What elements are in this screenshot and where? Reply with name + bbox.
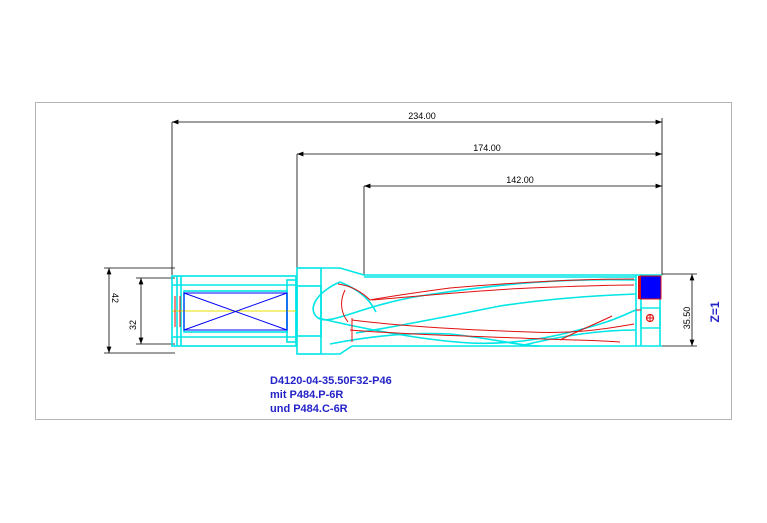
insert-peripheral: [638, 275, 662, 300]
shank-clamp-flat-cross: [183, 292, 288, 331]
dimension-drill-diameter: [662, 273, 697, 347]
dim-text-flute: 142.00: [506, 175, 534, 185]
insert-center: [640, 307, 661, 329]
teeth-count-label: Z=1: [708, 301, 722, 322]
dim-text-overall: 234.00: [408, 111, 436, 121]
dimension-shank: [136, 277, 175, 345]
part-number-label: D4120-04-35.50F32-P46: [270, 375, 392, 387]
dimension-flute-length: [363, 183, 662, 275]
insert-line-2: und P484.C-6R: [270, 403, 348, 415]
dimension-mid-length: [296, 151, 662, 268]
shank-red-marks: [174, 296, 181, 327]
drill-flute-edges: [337, 278, 635, 343]
dim-text-mid: 174.00: [473, 143, 501, 153]
insert-line-1: mit P484.P-6R: [270, 389, 343, 401]
dim-text-drill-diameter: 35.50: [682, 307, 692, 330]
dim-text-shank-outer: 42: [110, 293, 120, 303]
dim-text-shank: 32: [128, 320, 138, 330]
dimension-overall-length: [171, 119, 662, 275]
collar: [296, 267, 365, 355]
dimension-shank-outer: [104, 267, 175, 354]
